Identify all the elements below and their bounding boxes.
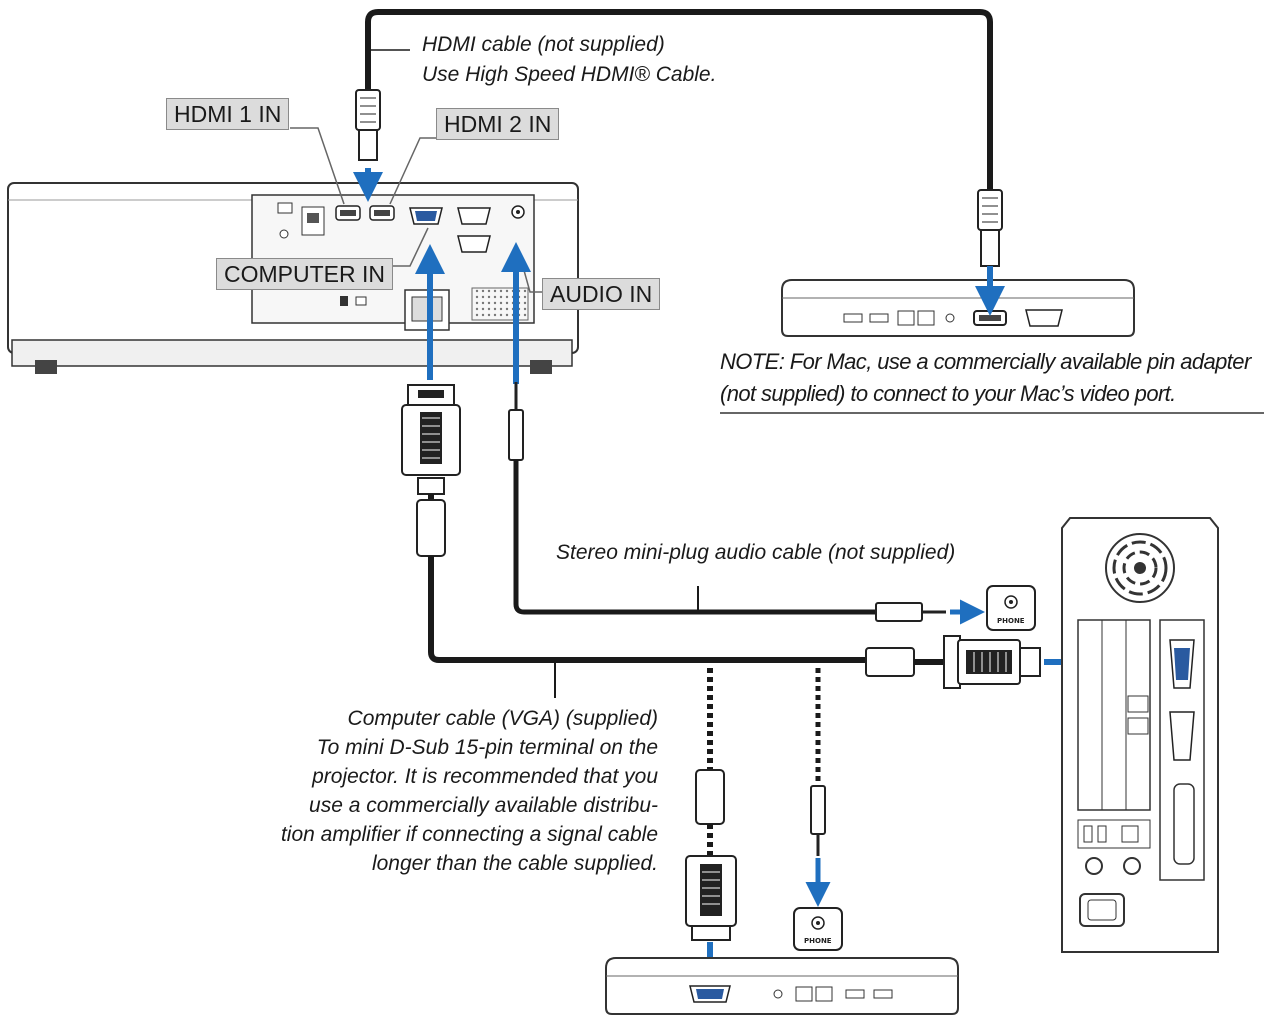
projector-port-audio xyxy=(511,205,525,219)
projector-port-hdmi1 xyxy=(335,205,361,221)
vga-cable-caption-line2: To mini D-Sub 15-pin terminal on the xyxy=(316,736,658,759)
hdmi-plug-projector xyxy=(355,89,381,161)
mac-note-line2: (not supplied) to connect to your Mac’s … xyxy=(720,381,1176,406)
hdmi2-in-label: HDMI 2 IN xyxy=(436,108,560,140)
hdmi-cable-caption-line2: Use High Speed HDMI® Cable. xyxy=(422,63,717,86)
vga-cable-caption-line6: longer than the cable supplied. xyxy=(371,852,658,875)
laptop-vga xyxy=(605,957,959,1015)
hdmi1-in-label: HDMI 1 IN xyxy=(166,98,290,130)
audio-cable-caption: Stereo mini-plug audio cable (not suppli… xyxy=(556,541,956,564)
hdmi-cable-caption-line1: HDMI cable (not supplied) xyxy=(422,33,665,56)
projector-vent xyxy=(471,287,529,321)
phone-label-pc: PHONE xyxy=(997,617,1025,625)
audio-plug-pc xyxy=(875,602,946,622)
projector-port-lan xyxy=(277,202,325,239)
audio-plug-projector xyxy=(508,382,524,461)
computer-in-label: COMPUTER IN xyxy=(216,258,393,290)
projector-port-rs232 xyxy=(457,235,491,253)
vga-ferrite-core xyxy=(416,499,446,557)
audio-cable xyxy=(501,242,985,625)
mac-note-line1: NOTE: For Mac, use a commercially availa… xyxy=(720,349,1251,374)
projector-port-hdmi2 xyxy=(369,205,395,221)
vga-connector-projector xyxy=(401,384,461,495)
vga-connector-pc xyxy=(943,635,1041,689)
phone-port-laptop: PHONE xyxy=(793,907,843,951)
laptop-bottom-cables xyxy=(685,668,831,994)
vga-cable-caption-line5: tion amplifier if connecting a signal ca… xyxy=(280,823,658,846)
projector-port-computer-in xyxy=(409,207,443,225)
pc-fan xyxy=(1105,533,1175,603)
laptop-hdmi xyxy=(781,279,1135,337)
vga-cable-caption-line1: Computer cable (VGA) (supplied) xyxy=(347,707,658,730)
vga-ferrite-core-2 xyxy=(865,647,915,677)
phone-port-pc: PHONE xyxy=(986,585,1036,631)
vga-cable-caption-line4: use a commercially available distribu- xyxy=(309,794,658,817)
projector-port-monitor-out xyxy=(457,207,491,225)
phone-label-laptop: PHONE xyxy=(804,937,832,945)
vga-cable-caption-line3: projector. It is recommended that you xyxy=(312,765,658,788)
hdmi-plug-laptop xyxy=(977,189,1003,267)
projector xyxy=(7,182,579,374)
lock-icon xyxy=(340,296,348,306)
desktop-pc-tower xyxy=(1061,517,1219,953)
vga-connector-laptop xyxy=(685,855,737,941)
audio-in-label: AUDIO IN xyxy=(542,278,661,310)
hdmi-cable xyxy=(355,9,1003,267)
